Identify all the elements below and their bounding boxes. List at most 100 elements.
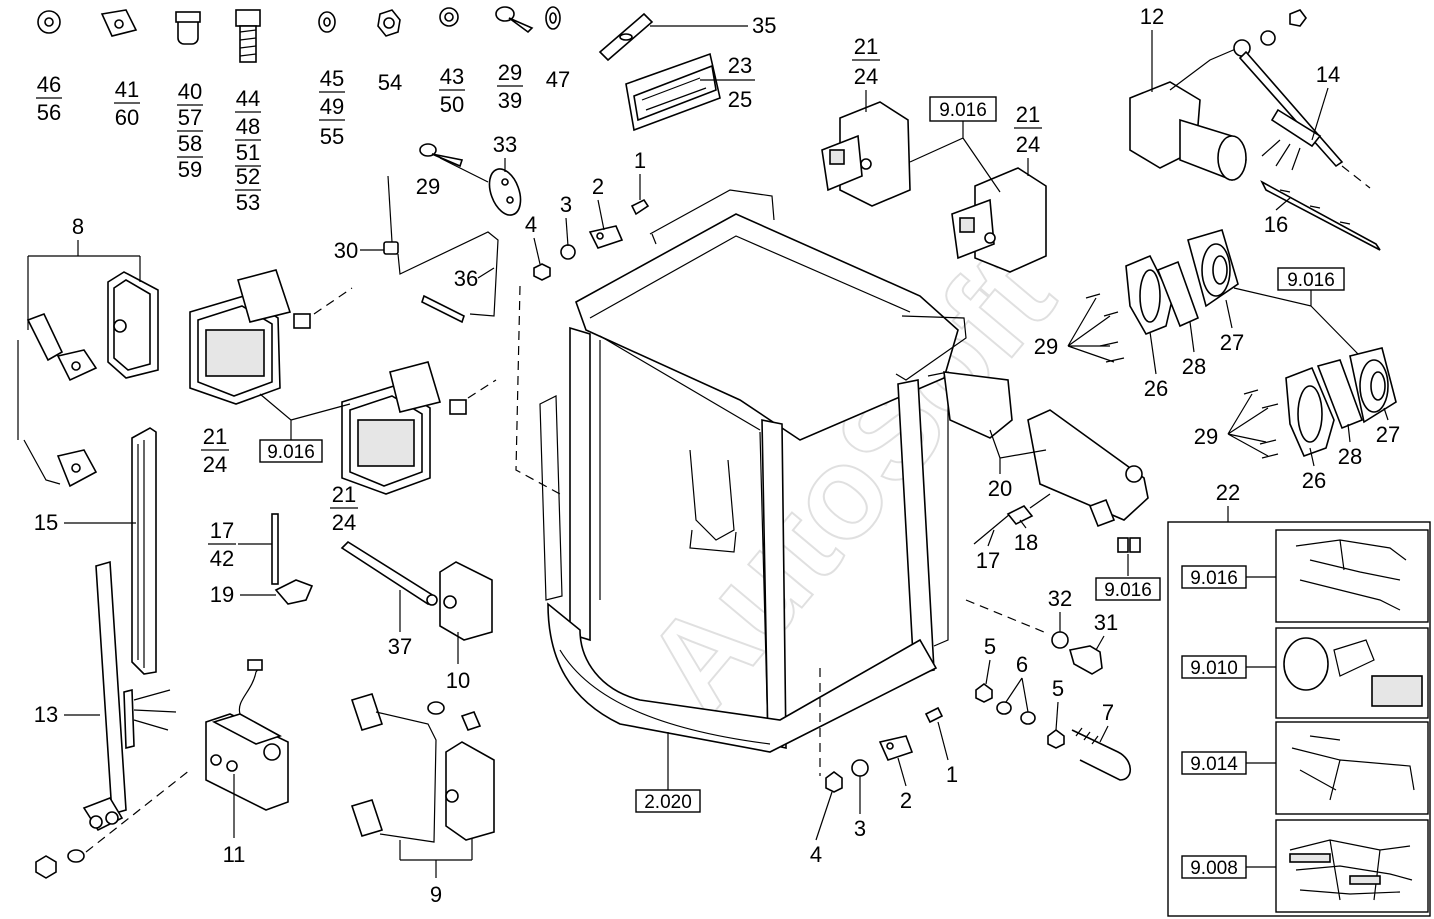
label-25: 25 (728, 87, 752, 112)
ref-box-switch (1095, 577, 1161, 601)
svg-text:40: 40 (178, 79, 202, 104)
harness-row-9014: 9.014 (1181, 721, 1429, 815)
label-32: 32 (1048, 586, 1072, 611)
work-light-top-left-icon (821, 101, 911, 207)
harness-ref-9016: 9.016 (1190, 568, 1238, 589)
svg-text:48: 48 (236, 114, 260, 139)
hardware-callouts: 46 56 41 60 40 57 58 59 44 48 51 52 (36, 60, 570, 215)
mirror-9-icon (350, 693, 495, 843)
callout-40-59: 40 57 58 59 (177, 79, 203, 182)
svg-text:41: 41 (115, 77, 139, 102)
label-4-lower: 4 (810, 842, 822, 867)
svg-text:46: 46 (37, 72, 61, 97)
label-7: 7 (1102, 700, 1114, 725)
wiper-arm-14-icon (1238, 50, 1371, 189)
wiper-13-icon (82, 560, 177, 832)
label-24-left-lower: 24 (332, 510, 356, 535)
svg-text:43: 43 (440, 64, 464, 89)
washer-45-icon (318, 11, 336, 33)
wiper-arm-hardware-icon (1233, 9, 1307, 57)
label-17-left: 17 (210, 518, 234, 543)
nut-washer-bottom-left-icon (35, 769, 191, 879)
svg-text:54: 54 (378, 70, 402, 95)
bolt-44-icon (235, 9, 261, 63)
svg-text:44: 44 (236, 86, 260, 111)
label-33: 33 (493, 132, 517, 157)
ref-frame: 2.020 (644, 792, 692, 813)
label-20: 20 (988, 476, 1012, 501)
rod-17-icon (271, 513, 279, 585)
svg-text:59: 59 (178, 157, 202, 182)
callout-41-60: 41 60 (114, 77, 140, 130)
bracket-33-icon (488, 168, 522, 216)
harness-row-9010: 9.010 (1181, 627, 1429, 719)
label-15: 15 (34, 510, 58, 535)
sun-screen-15-icon (131, 427, 157, 675)
label-14: 14 (1316, 62, 1340, 87)
rod-37-icon (340, 540, 438, 606)
label-2-lower: 2 (900, 788, 912, 813)
label-12: 12 (1140, 4, 1164, 29)
label-24-top-left: 24 (854, 64, 878, 89)
callout-43-50: 43 50 (439, 64, 465, 117)
svg-text:55: 55 (320, 124, 344, 149)
label-5-right: 5 (1052, 676, 1064, 701)
label-26-upper: 26 (1144, 376, 1168, 401)
svg-text:29: 29 (498, 60, 522, 85)
label-28-upper: 28 (1182, 354, 1206, 379)
washer-46-56-icon (37, 10, 61, 34)
ref-switch: 9.016 (1104, 580, 1152, 601)
rod-17-right-icon (973, 513, 1011, 545)
wiper-motor-12-icon (1129, 47, 1247, 181)
lock-washer-47-icon (545, 6, 561, 30)
label-30: 30 (334, 238, 358, 263)
label-29-upper-right: 29 (1034, 334, 1058, 359)
wiring-harness-icon (1275, 529, 1429, 623)
label-21-left: 21 (203, 424, 227, 449)
svg-text:53: 53 (236, 190, 260, 215)
label-27-upper: 27 (1220, 330, 1244, 355)
harness-ref-9014: 9.014 (1190, 754, 1238, 775)
label-35: 35 (752, 13, 776, 38)
label-1-lower: 1 (946, 762, 958, 787)
cap-nut-40-icon (175, 11, 201, 45)
label-6: 6 (1016, 652, 1028, 677)
antenna-30-icon (383, 175, 399, 255)
ref-box-lights-top (929, 96, 997, 122)
switch-box-11-icon (205, 659, 289, 811)
label-21-top-left: 21 (854, 34, 878, 59)
hex-nut-54-icon (377, 9, 401, 37)
label-24-left: 24 (203, 452, 227, 477)
label-3-lower: 3 (854, 816, 866, 841)
ref-lights-top: 9.016 (939, 100, 987, 121)
svg-text:45: 45 (320, 66, 344, 91)
ref-lights-left: 9.016 (267, 442, 315, 463)
label-29-upper: 29 (416, 174, 440, 199)
label-21-top-right: 21 (1016, 102, 1040, 127)
callout-47: 47 (546, 67, 570, 92)
harness-ref-9008: 9.008 (1190, 858, 1238, 879)
callout-54: 54 (378, 70, 402, 95)
callout-46-56: 46 56 (36, 72, 62, 125)
antenna-cable-36-icon (397, 231, 499, 324)
label-4-upper: 4 (525, 212, 537, 237)
label-22: 22 (1216, 480, 1240, 505)
label-36: 36 (454, 266, 478, 291)
washer-32-icon (1051, 631, 1069, 649)
clamp-set-lower-icon (825, 706, 944, 793)
knob-31-icon (1068, 645, 1103, 675)
mirror-8-icon (17, 271, 159, 488)
nut-washer-5-6-icon (975, 683, 1065, 749)
label-18: 18 (1014, 530, 1038, 555)
svg-text:47: 47 (546, 67, 570, 92)
label-10: 10 (446, 668, 470, 693)
svg-text:39: 39 (498, 88, 522, 113)
svg-text:50: 50 (440, 92, 464, 117)
main-harness-icon (1275, 819, 1429, 913)
label-11: 11 (223, 842, 246, 867)
side-panel-20-icon (943, 371, 1149, 528)
harness-row-9016: 9.016 (1181, 529, 1429, 623)
sensor-18-icon (1006, 493, 1051, 526)
label-21-left-lower: 21 (332, 482, 356, 507)
